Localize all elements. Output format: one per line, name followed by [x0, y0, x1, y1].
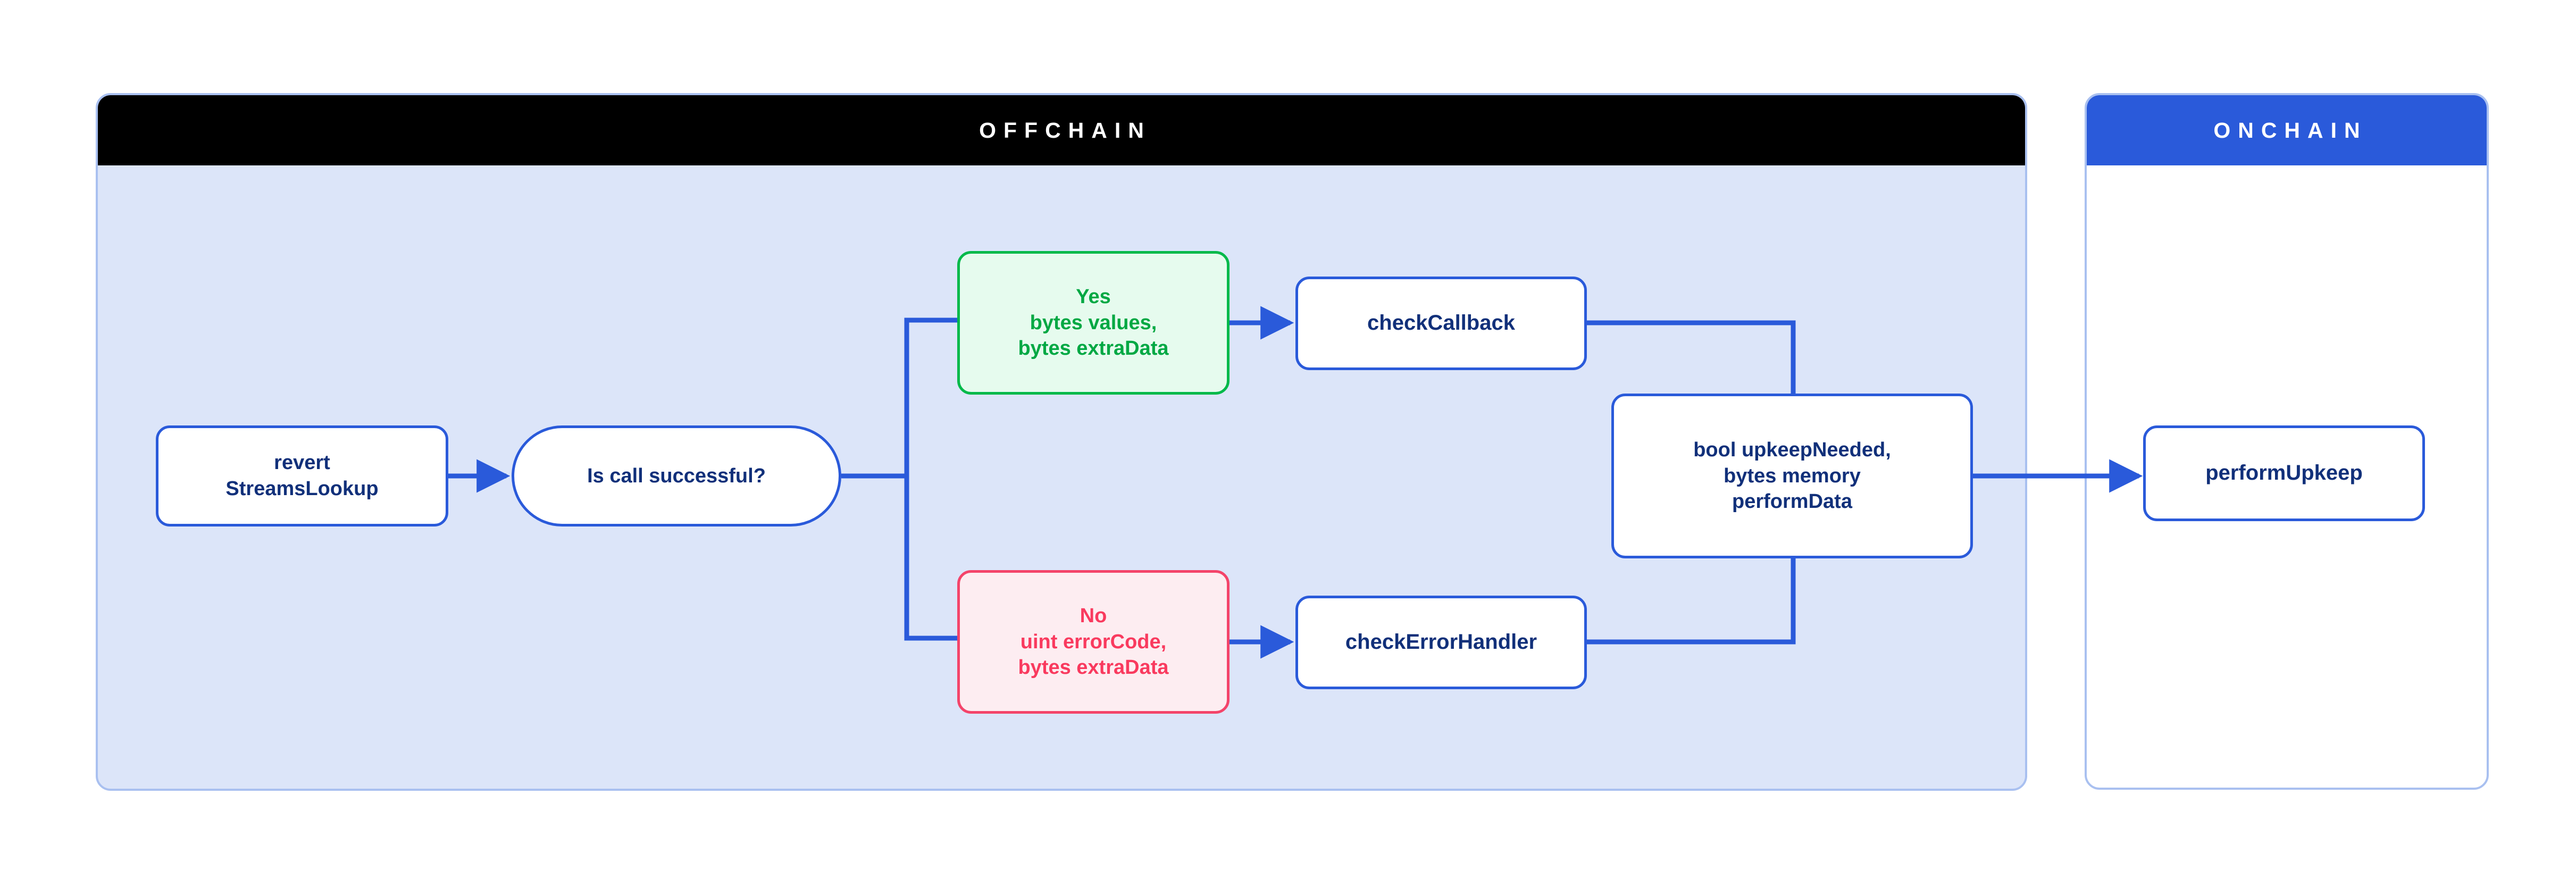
- offchain-panel-header: OFFCHAIN: [98, 95, 2025, 165]
- node-revert-streamslookup-label: revert StreamsLookup: [225, 452, 379, 500]
- node-checkcallback[interactable]: checkCallback: [1295, 277, 1587, 370]
- onchain-panel-header: ONCHAIN: [2087, 95, 2487, 165]
- node-upkeep-result[interactable]: bool upkeepNeeded, bytes memory performD…: [1611, 394, 1973, 558]
- node-checkerrorhandler[interactable]: checkErrorHandler: [1295, 596, 1587, 689]
- node-upkeep-result-label: bool upkeepNeeded, bytes memory performD…: [1693, 439, 1891, 513]
- node-checkerrorhandler-label: checkErrorHandler: [1345, 630, 1537, 654]
- offchain-panel-title: OFFCHAIN: [979, 118, 1151, 143]
- node-is-call-successful-label: Is call successful?: [587, 464, 766, 487]
- node-revert-streamslookup[interactable]: revert StreamsLookup: [156, 425, 448, 526]
- node-yes-branch-label: Yes bytes values, bytes extraData: [1018, 286, 1169, 360]
- node-yes-branch[interactable]: Yes bytes values, bytes extraData: [957, 251, 1230, 395]
- node-performupkeep[interactable]: performUpkeep: [2143, 425, 2425, 521]
- node-checkcallback-label: checkCallback: [1367, 311, 1515, 335]
- onchain-panel-title: ONCHAIN: [2213, 118, 2368, 143]
- node-no-branch[interactable]: No uint errorCode, bytes extraData: [957, 570, 1230, 714]
- node-no-branch-label: No uint errorCode, bytes extraData: [1018, 605, 1169, 679]
- node-is-call-successful[interactable]: Is call successful?: [512, 425, 841, 526]
- node-performupkeep-label: performUpkeep: [2205, 461, 2363, 485]
